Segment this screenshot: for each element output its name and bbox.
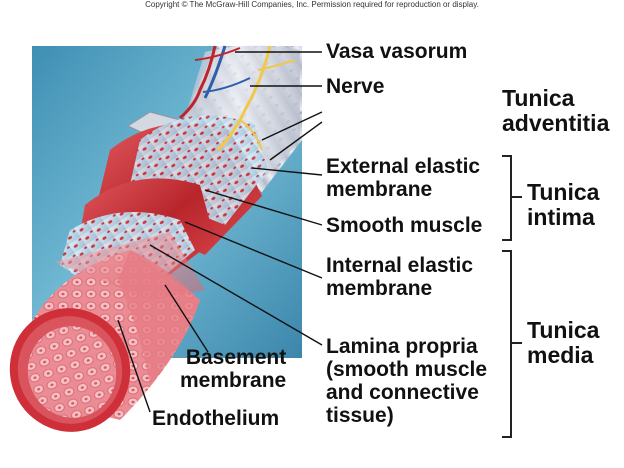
- label-nerve: Nerve: [326, 75, 385, 98]
- leader-lines: [117, 51, 323, 413]
- label-line: Basement: [185, 346, 287, 369]
- label-line: membrane: [326, 178, 433, 201]
- label-line: Tunica: [502, 85, 575, 111]
- bracket-tick: [512, 196, 522, 198]
- copyright-text: Copyright © The McGraw-Hill Companies, I…: [145, 0, 479, 9]
- label-line: tissue): [326, 404, 394, 427]
- label-external-elastic-membrane: External elastic membrane: [326, 155, 480, 201]
- label-line: membrane: [180, 369, 287, 392]
- label-tunica-adventitia: Tunica adventitia: [502, 86, 609, 136]
- bracket-tunica-intima: [502, 155, 522, 241]
- bracket-tick: [512, 342, 522, 344]
- label-lamina-propria: Lamina propria (smooth muscle and connec…: [326, 335, 487, 427]
- label-vasa-vasorum: Vasa vasorum: [326, 40, 468, 63]
- label-line: Lamina propria: [326, 335, 478, 358]
- basement-membrane-layer: [118, 250, 200, 385]
- label-line: Internal elastic: [326, 254, 474, 277]
- label-basement-membrane: Basement membrane: [180, 346, 286, 392]
- label-line: adventitia: [502, 110, 610, 136]
- label-line: membrane: [326, 277, 433, 300]
- label-endothelium: Endothelium: [152, 407, 280, 430]
- label-line: Tunica: [527, 179, 600, 205]
- label-line: and connective: [326, 381, 479, 404]
- label-line: External elastic: [326, 155, 481, 178]
- label-line: media: [527, 342, 594, 368]
- label-line: intima: [527, 204, 595, 230]
- label-tunica-intima: Tunica intima: [527, 180, 599, 230]
- vasa-vasorum-vessel: [179, 45, 217, 120]
- label-internal-elastic-membrane: Internal elastic membrane: [326, 254, 473, 300]
- label-line: Tunica: [527, 317, 600, 343]
- label-smooth-muscle: Smooth muscle: [326, 214, 483, 237]
- nerve-fiber: [216, 45, 272, 152]
- bracket-tunica-media: [502, 250, 522, 438]
- label-line: (smooth muscle: [326, 358, 488, 381]
- label-tunica-media: Tunica media: [527, 318, 599, 368]
